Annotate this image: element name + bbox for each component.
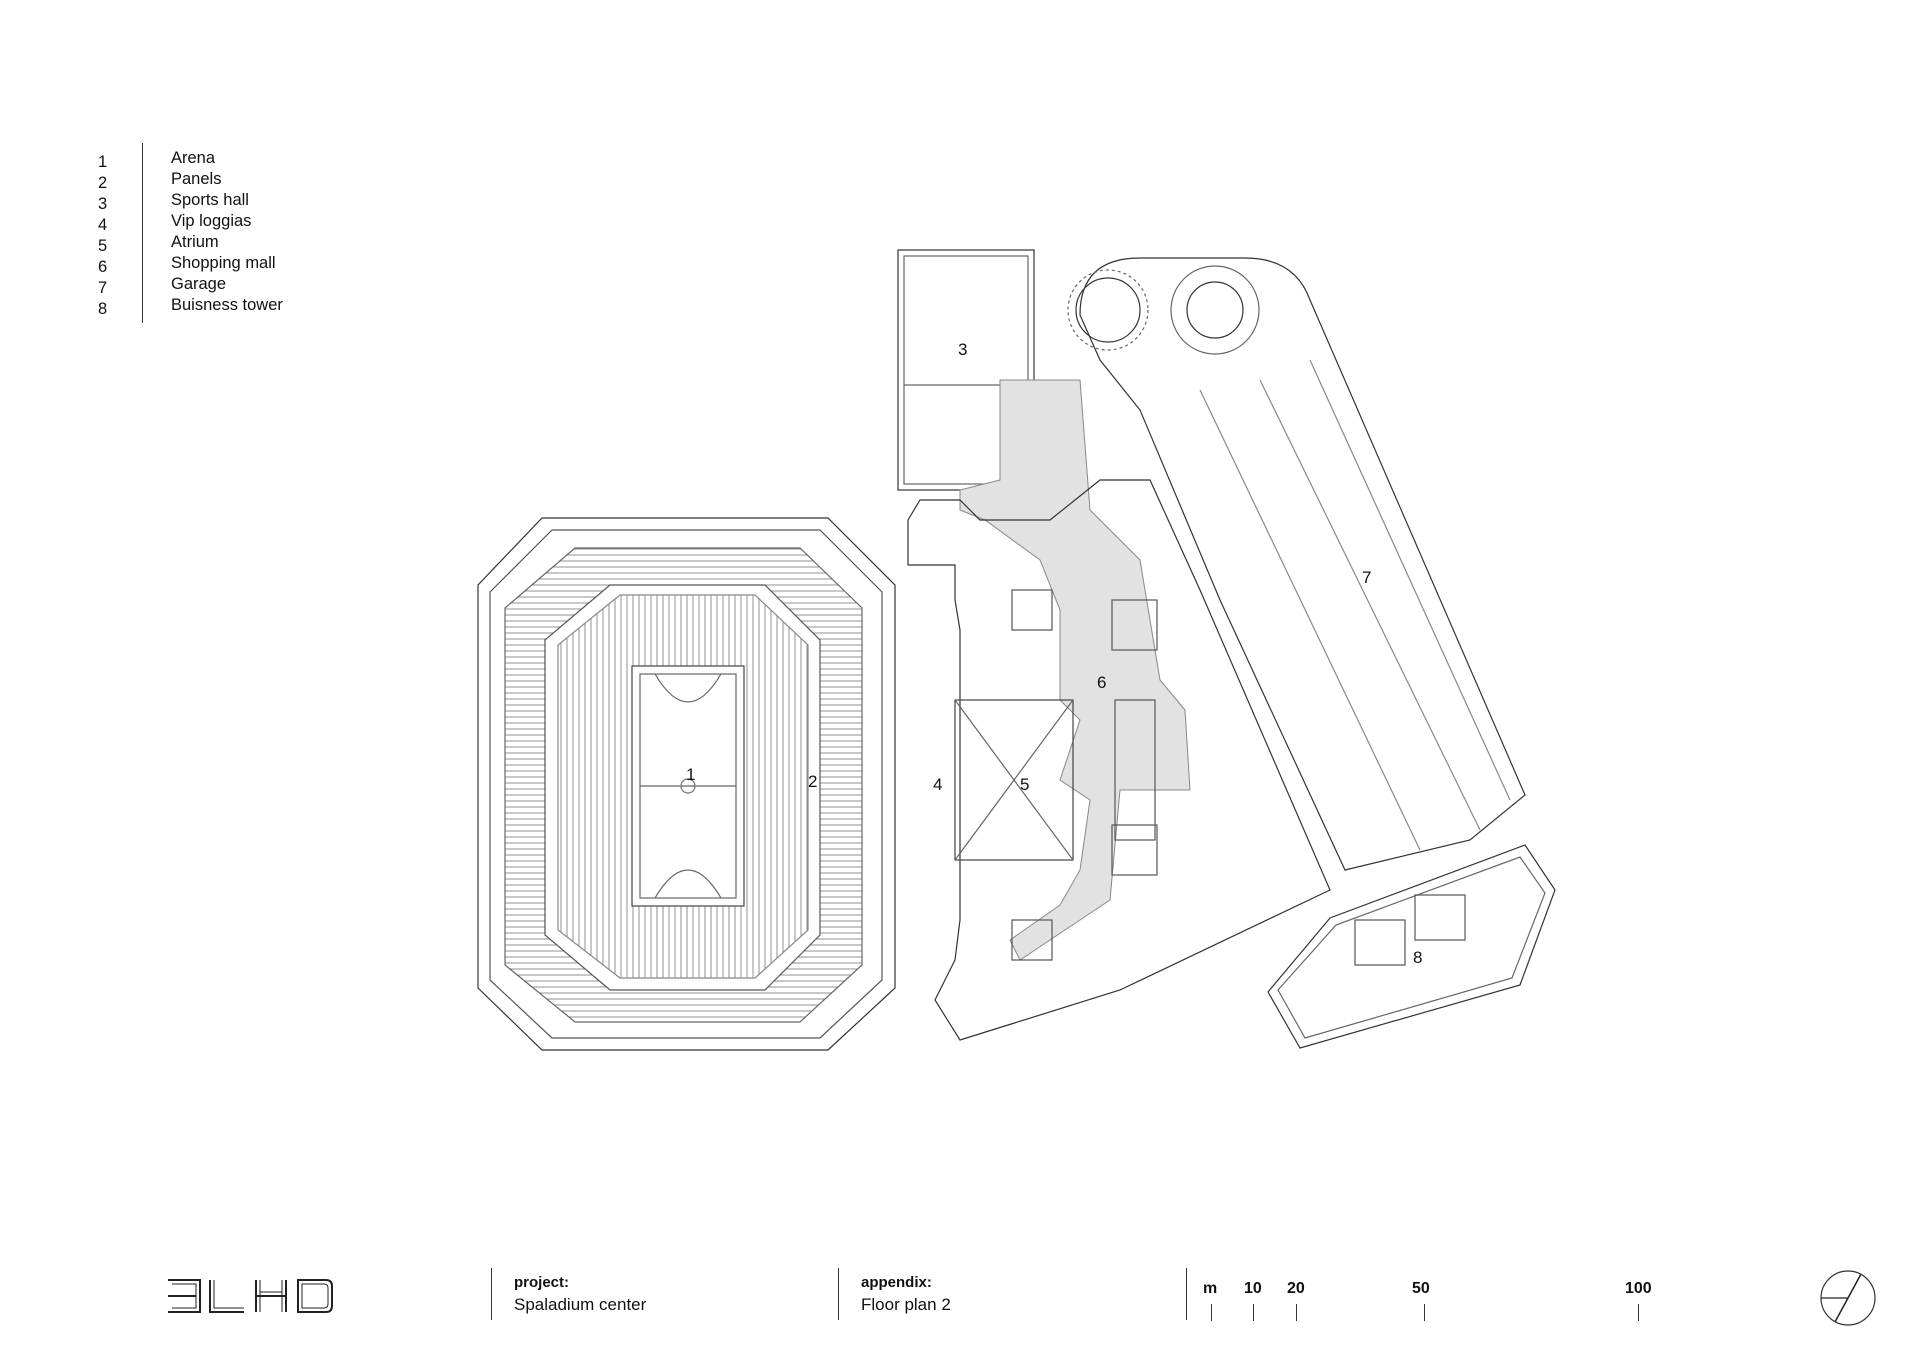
- legend-number: 3: [98, 195, 108, 213]
- north-arrow-icon: [1820, 1270, 1876, 1326]
- plan-label-arena: 1: [686, 765, 695, 784]
- shopping-mall: [907, 479, 1331, 1041]
- footer-divider: [838, 1268, 839, 1320]
- scale-mark-10: 10: [1244, 1280, 1262, 1297]
- plan-label-atrium: 5: [1020, 775, 1029, 794]
- project-value: Spaladium center: [514, 1295, 647, 1314]
- plan-label-shopping-mall: 6: [1097, 673, 1106, 692]
- scale-tick: [1253, 1304, 1254, 1321]
- plan-label-sports-hall: 3: [958, 340, 967, 359]
- legend-number: 8: [98, 300, 108, 318]
- scale-tick: [1638, 1304, 1639, 1321]
- legend-number: 5: [98, 237, 108, 255]
- plan-label-vip-loggias: 4: [933, 775, 942, 794]
- garage: [1067, 257, 1526, 871]
- legend-label: Garage: [171, 275, 227, 293]
- arena-building: [477, 517, 896, 1051]
- plan-label-business-tower: 8: [1413, 948, 1422, 967]
- 3lhd-logo: [168, 1279, 333, 1313]
- legend-number: 6: [98, 258, 108, 276]
- legend-label: Buisness tower: [171, 296, 283, 314]
- scale-mark-100: 100: [1625, 1280, 1652, 1297]
- legend-number: 1: [98, 153, 108, 171]
- legend-label: Arena: [171, 149, 216, 167]
- legend-label: Panels: [171, 170, 222, 188]
- scale-mark-50: 50: [1412, 1280, 1430, 1297]
- appendix-label: appendix:: [861, 1274, 932, 1291]
- scale-tick: [1296, 1304, 1297, 1321]
- scale-unit: m: [1203, 1280, 1218, 1297]
- plan-label-panels: 2: [808, 772, 817, 791]
- business-tower: [1267, 844, 1556, 1049]
- plan-label-garage: 7: [1362, 568, 1371, 587]
- legend-label: Sports hall: [171, 191, 249, 209]
- footer-divider: [491, 1268, 492, 1320]
- scale-tick: [1424, 1304, 1425, 1321]
- legend-label: Vip loggias: [171, 212, 252, 230]
- project-label: project:: [514, 1274, 570, 1291]
- legend-label: Shopping mall: [171, 254, 276, 272]
- legend-divider: [142, 143, 143, 323]
- scale-mark-20: 20: [1287, 1280, 1305, 1297]
- appendix-value: Floor plan 2: [861, 1295, 951, 1314]
- legend-label: Atrium: [171, 233, 219, 251]
- legend-number: 7: [98, 279, 108, 297]
- footer-divider: [1186, 1268, 1187, 1320]
- mall-corridor: [959, 379, 1191, 961]
- legend-number: 4: [98, 216, 108, 234]
- legend-number: 2: [98, 174, 108, 192]
- scale-tick: [1211, 1304, 1212, 1321]
